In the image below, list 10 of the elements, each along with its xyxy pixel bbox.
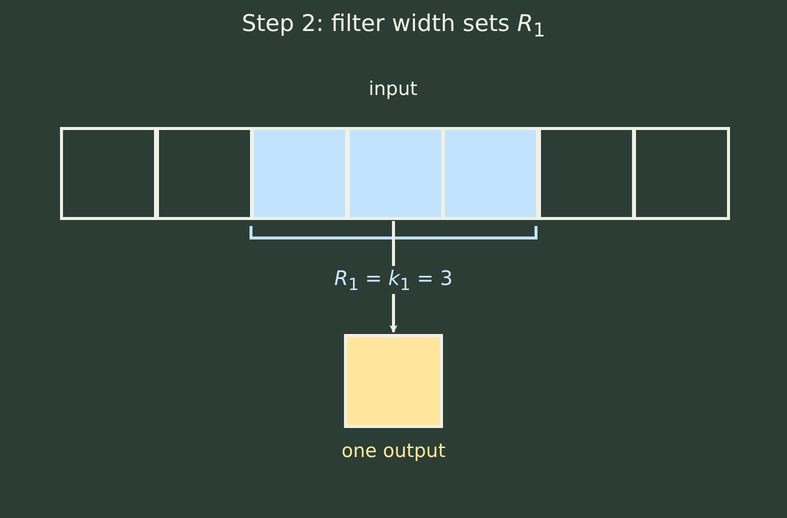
output-cell <box>344 334 443 428</box>
highlighted-input-cell <box>346 127 444 220</box>
highlighted-input-cell <box>251 127 348 220</box>
input-cell <box>633 127 730 220</box>
input-cell <box>538 127 634 220</box>
input-cell <box>60 127 157 220</box>
highlighted-input-cell <box>442 127 539 220</box>
title: Step 2: filter width sets R$_{1}$ <box>240 11 546 42</box>
output-caption: one output <box>340 440 447 462</box>
input-label: input <box>368 78 418 100</box>
